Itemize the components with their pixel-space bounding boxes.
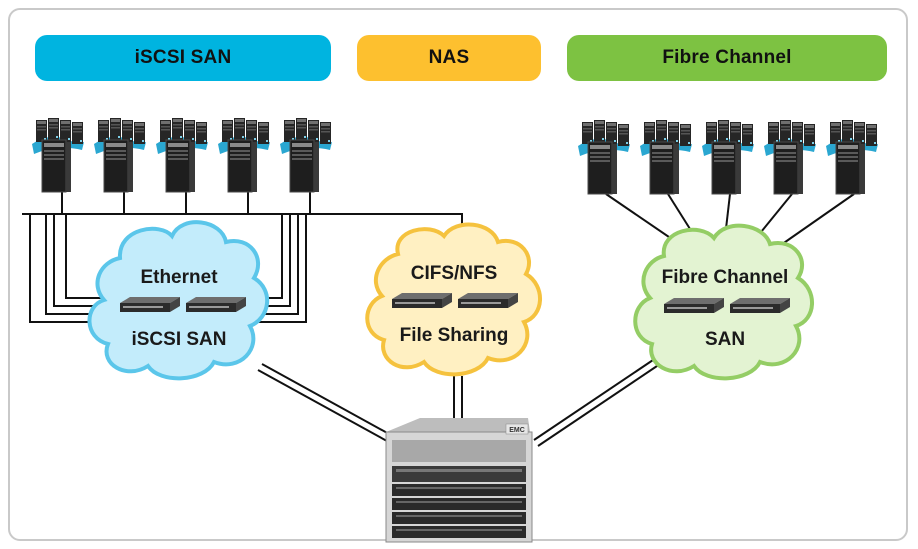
iscsi-server-5 [280,118,332,192]
fibre-channel-cloud-top-label: Fibre Channel [662,267,789,288]
fc-server-4 [764,120,816,194]
fibre-channel-cloud: Fibre Channel SAN [633,223,814,381]
iscsi-server-2 [94,118,146,192]
iscsi-server-4 [218,118,270,192]
iscsi-cloud: Ethernet iSCSI SAN [87,220,270,381]
nas-switch-1 [392,293,452,308]
iscsi-switch-1 [120,297,180,312]
fc-server-5 [826,120,878,194]
iscsi-switch-2 [186,297,246,312]
iscsi-server-group [32,118,332,192]
iscsi-cloud-bottom-label: iSCSI SAN [131,329,226,350]
storage-array: EMC [385,418,533,543]
iscsi-server-1 [32,118,84,192]
nas-cloud-top-label: CIFS/NFS [411,263,498,284]
fibre-channel-server-group [578,120,878,194]
fc-switch-1 [664,298,724,313]
fibre-channel-banner: Fibre Channel [567,35,887,81]
iscsi-server-3 [156,118,208,192]
fc-server-1 [578,120,630,194]
iscsi-san-banner: iSCSI SAN [35,35,331,81]
nas-cloud: CIFS/NFS File Sharing [365,222,542,377]
nas-cloud-bottom-label: File Sharing [400,325,509,346]
fc-server-2 [640,120,692,194]
fc-server-3 [702,120,754,194]
nas-switch-2 [458,293,518,308]
iscsi-cloud-top-label: Ethernet [140,267,218,288]
storage-array-badge: EMC [509,427,525,434]
fc-switch-2 [730,298,790,313]
nas-banner: NAS [357,35,541,81]
fibre-channel-cloud-bottom-label: SAN [705,329,745,350]
